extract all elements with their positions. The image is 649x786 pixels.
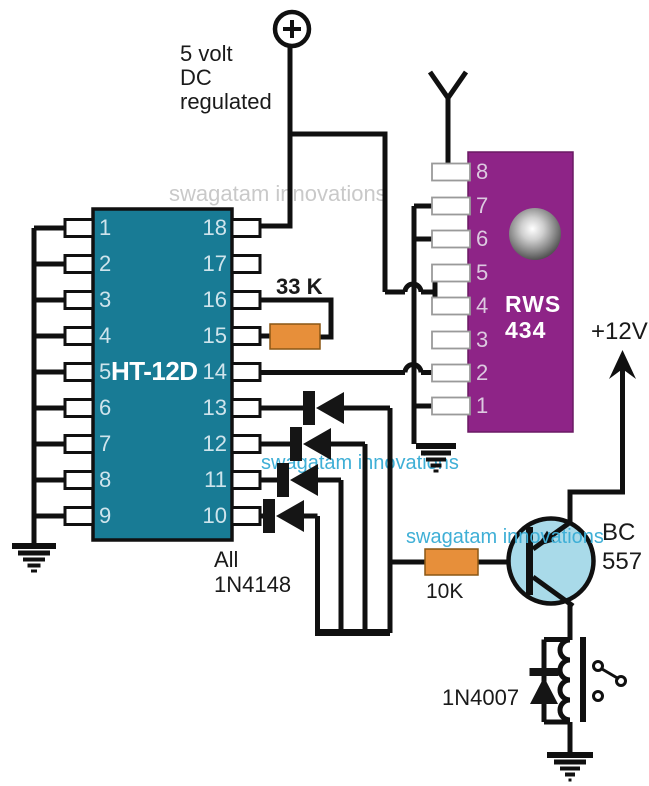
rws434-module [431,151,574,433]
resistor-33k [269,323,321,350]
ht12d-pin-3: 3 [99,287,112,312]
diode-1n4007-label: 1N4007 [442,685,520,710]
ground-symbol-bottom [547,752,593,782]
rws434-label: RWS 434 [505,291,562,343]
resistor-33k-label: 33 K [276,274,323,299]
ht12d-label: HT-12D [111,356,198,386]
antenna-icon [427,70,469,164]
relay-switch-icon [592,660,627,702]
ht12d-pin-10: 10 [202,503,227,528]
ht12d-pin-boxes [63,218,262,526]
resistor-10k-label: 10K [426,580,464,603]
emitter-arrow-icon [537,530,555,546]
diode-1n4148-2 [260,427,368,633]
diode-1n4148-3 [260,463,344,633]
ht12d-pin-14: 14 [202,359,227,384]
osc-loop-wire [260,297,334,340]
rws-pin-8: 8 [476,159,489,184]
rws-pin-3: 3 [476,327,489,352]
supply-5v-wire [258,46,293,229]
emitter-12v-wire [567,366,625,524]
rws-pin-6: 6 [476,226,489,251]
ht12d-pin-2: 2 [99,251,112,276]
resistor-10k [424,548,479,576]
ht12d-pin-4: 4 [99,323,112,348]
supply-12v-label: +12V [591,318,648,345]
rws-pin-7: 7 [476,193,489,218]
ht12d-pin-7: 7 [99,431,112,456]
ht12d-pin-12: 12 [202,431,227,456]
rws-pin-5: 5 [476,260,489,285]
supply-terminal-icon [272,9,312,49]
ht12d-pin-13: 13 [202,395,227,420]
rws-vcc-wire [385,273,438,306]
transistor-bc557 [506,516,596,609]
supply-branch-wire [290,131,388,292]
ht12d-pin-11: 11 [204,467,227,492]
ht12d-pin-18: 18 [202,215,227,240]
rws-pin-1: 1 [476,393,489,418]
watermark-lower: swagatam innovations [406,526,604,548]
diode-1n4148-4 [260,499,320,633]
ground-symbol-rws [416,443,456,473]
ground-symbol-left [12,543,56,573]
supply-12v-arrow-icon [609,350,636,379]
rws-ground-wire [411,203,432,444]
diode-1n4007 [529,668,559,704]
ht12d-pin-9: 9 [99,503,112,528]
rws-pin-boxes [431,162,471,416]
left-ground-bus-wire [31,225,65,543]
diode-note-label: All 1N4148 [214,547,292,597]
supply-5v-label: 5 volt DC regulated [180,41,272,114]
ht12d-pin-6: 6 [99,395,112,420]
ht12d-pin-17: 17 [202,251,227,276]
rf-module-ball-icon [509,208,561,260]
watermark-top: swagatam innovations [169,181,387,206]
ht12d-pin-1: 1 [99,215,112,240]
transistor-label: BC 557 [602,519,643,575]
diode-1n4148-1 [260,391,393,633]
ht12d-pin-5: 5 [99,359,112,384]
ht12d-ic [63,207,262,542]
relay [541,637,627,725]
ht12d-pin-15: 15 [202,323,227,348]
data-wire-pin14 [260,362,432,375]
rws-pin-2: 2 [476,360,489,385]
ht12d-pin-8: 8 [99,467,112,492]
relay-coil-icon [557,637,571,723]
ht12d-pin-16: 16 [202,287,227,312]
rws-pin-4: 4 [476,293,489,318]
